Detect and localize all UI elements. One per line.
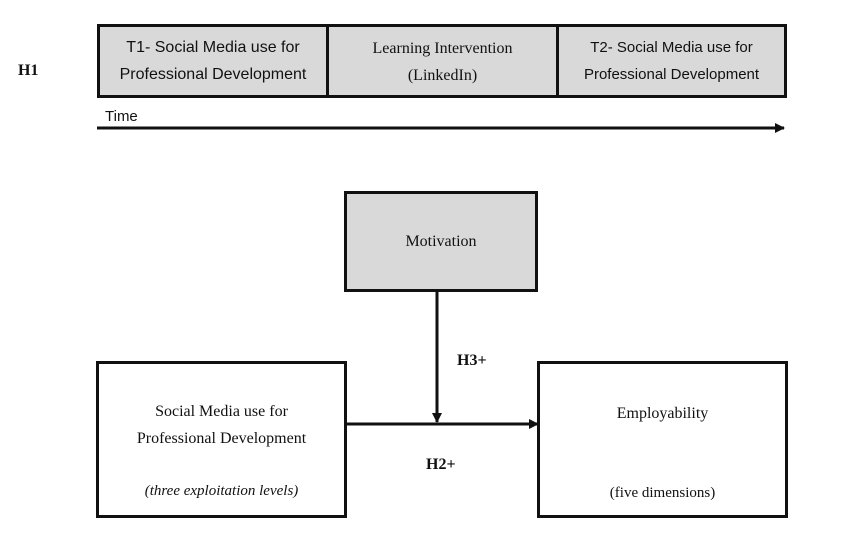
- predictor-line1: Social Media use for: [155, 403, 288, 420]
- outcome-note: (five dimensions): [609, 485, 716, 501]
- time-axis-label: Time: [105, 108, 138, 125]
- predictor-line2: Professional Development: [136, 430, 307, 447]
- stage-t2-box: T2- Social Media use for Professional De…: [556, 24, 787, 98]
- motivation-box: Motivation: [344, 191, 538, 292]
- stage-intervention-box: Learning Intervention (LinkedIn): [326, 24, 559, 98]
- stage-t1-line1: T1- Social Media use for: [126, 39, 300, 56]
- h2-label: H2+: [426, 456, 456, 473]
- outcome-box: Employability (five dimensions): [537, 361, 788, 518]
- h1-label: H1: [18, 62, 39, 79]
- motivation-label: Motivation: [405, 232, 477, 250]
- stage-intervention-line2: (LinkedIn): [407, 67, 478, 84]
- outcome-label: Employability: [616, 405, 709, 422]
- stage-t2-line1: T2- Social Media use for: [590, 39, 753, 56]
- h3-label: H3+: [457, 352, 487, 369]
- stage-t2-line2: Professional Development: [583, 66, 760, 83]
- stage-t1-line2: Professional Development: [119, 66, 307, 83]
- stage-intervention-line1: Learning Intervention: [372, 40, 513, 57]
- predictor-note: (three exploitation levels): [144, 483, 299, 499]
- predictor-box: Social Media use for Professional Develo…: [96, 361, 347, 518]
